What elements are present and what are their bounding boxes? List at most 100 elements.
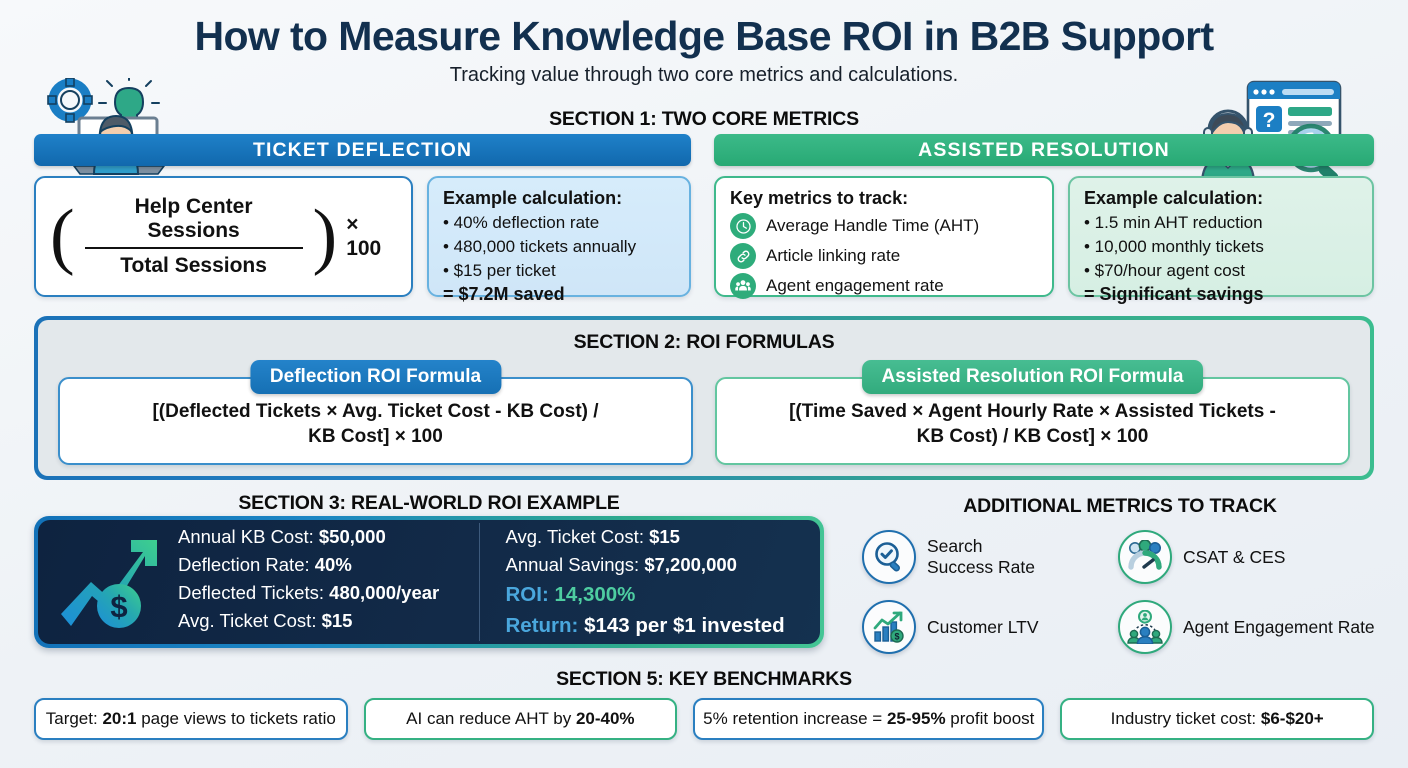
roi-stat-label: Avg. Ticket Cost: (505, 525, 644, 547)
roi-right-column: Avg. Ticket Cost: $15 Annual Savings: $7… (478, 522, 807, 642)
deflection-formula-chip: Deflection ROI Formula (249, 360, 502, 394)
example-bullet: • $70/hour agent cost (1084, 261, 1245, 281)
svg-text:$: $ (110, 589, 127, 624)
formula-line-1: [(Time Saved × Agent Hourly Rate × Assis… (789, 401, 1276, 423)
roi-stat-label: Deflected Tickets: (178, 581, 325, 603)
section2-heading: SECTION 2: ROI FORMULAS (573, 331, 835, 353)
search-check-icon (862, 530, 916, 584)
roi-percent-value: 14,300% (554, 582, 636, 606)
roi-stat-row: Avg. Ticket Cost: $15 (506, 523, 799, 551)
growth-arrow-dollar-icon: $ (52, 530, 170, 634)
key-metric-row: Agent engagement rate (730, 273, 1038, 299)
section5-heading: SECTION 5: KEY BENCHMARKS (556, 668, 852, 690)
additional-metrics-heading: ADDITIONAL METRICS TO TRACK (963, 495, 1277, 517)
example-bullet: • 10,000 monthly tickets (1084, 237, 1264, 257)
roi-stat-label: Annual Savings: (505, 553, 640, 575)
benchmarks-row: Target: 20:1 page views to tickets ratio… (34, 698, 1374, 740)
deflection-roi-formula-block: Deflection ROI Formula [(Deflected Ticke… (58, 360, 693, 465)
roi-stat-value: 480,000/year (329, 581, 440, 603)
benchmark-item: Industry ticket cost: $6-$20+ (1060, 698, 1374, 740)
section2-gradient-border: SECTION 2: ROI FORMULAS Deflection ROI F… (34, 316, 1374, 480)
roi-stat-row: Annual KB Cost: $50,000 (178, 523, 471, 551)
growth-chart-dollar-icon: $ (862, 600, 916, 654)
ticket-deflection-bar: TICKET DEFLECTION (34, 134, 691, 166)
example-bullet: • $15 per ticket (443, 261, 556, 281)
benchmark-prefix: AI can reduce AHT by (406, 709, 576, 728)
example-total: = Significant savings (1084, 284, 1264, 305)
clock-icon (730, 213, 756, 239)
benchmark-strong: 20:1 (102, 709, 137, 728)
roi-stat-value: 40% (314, 553, 352, 575)
metric-label: CSAT & CES (1183, 546, 1286, 567)
section3-heading: SECTION 3: REAL-WORLD ROI EXAMPLE (238, 492, 620, 514)
roi-stat-value: $7,200,000 (644, 553, 737, 575)
roi-example-card: $ Annual KB Cost: $50,000 Deflection Rat… (34, 516, 824, 648)
team-network-icon (1118, 600, 1172, 654)
roi-stat-label: Deflection Rate: (178, 553, 310, 575)
roi-left-column: Annual KB Cost: $50,000 Deflection Rate:… (170, 523, 479, 642)
benchmark-strong: 20-40% (575, 709, 635, 728)
satisfaction-gauge-icon (1118, 530, 1172, 584)
example-bullet: • 40% deflection rate (443, 213, 600, 232)
metric-csat-ces: CSAT & CES (1118, 530, 1390, 584)
roi-return-label: Return: (505, 614, 579, 638)
assisted-formula-chip: Assisted Resolution ROI Formula (861, 360, 1204, 394)
key-metric-row: Average Handle Time (AHT) (730, 213, 1038, 239)
benchmark-suffix: page views to tickets ratio (136, 709, 336, 728)
benchmark-item: Target: 20:1 page views to tickets ratio (34, 698, 348, 740)
open-paren: ( (50, 194, 75, 277)
roi-stat-label: Avg. Ticket Cost: (178, 610, 317, 632)
metric-label: Search Success Rate (927, 536, 1035, 578)
deflection-example-card: Example calculation: • 40% deflection ra… (427, 176, 691, 304)
key-metrics-title: Key metrics to track: (730, 188, 909, 208)
roi-stat-row: Deflected Tickets: 480,000/year (178, 579, 471, 607)
benchmark-prefix: 5% retention increase = (703, 709, 887, 728)
benchmark-item: 5% retention increase = 25-95% profit bo… (693, 698, 1045, 740)
roi-stat-row: Avg. Ticket Cost: $15 (178, 607, 471, 635)
key-metric-row: Article linking rate (730, 243, 1038, 269)
roi-percent-row: ROI: 14,300% (506, 579, 799, 610)
metric-label-line2: Success Rate (927, 557, 1035, 577)
key-metric-label: Average Handle Time (AHT) (766, 216, 980, 235)
formula-denominator: Total Sessions (84, 247, 303, 278)
roi-stat-value: $50,000 (318, 525, 386, 547)
assisted-example-card: Example calculation: • 1.5 min AHT reduc… (1068, 176, 1374, 304)
section1-heading: SECTION 1: TWO CORE METRICS (549, 108, 859, 130)
metric-customer-ltv: $ Customer LTV (862, 600, 1118, 654)
example-title: Example calculation: (1084, 188, 1264, 208)
formula-numerator: Help Center Sessions (134, 195, 253, 242)
formula-multiplier: × 100 (346, 212, 382, 260)
roi-stat-row: Annual Savings: $7,200,000 (506, 551, 799, 579)
metric-label-line1: Search (927, 536, 983, 556)
example-bullet: • 480,000 tickets annually (443, 237, 637, 257)
benchmark-prefix: Industry ticket cost: (1110, 709, 1261, 728)
section1: TICKET DEFLECTION ( Help Center Sessions… (0, 134, 1408, 306)
example-title: Example calculation: (443, 188, 623, 208)
people-group-icon (730, 273, 756, 299)
deflection-formula-card: ( Help Center Sessions Total Sessions ) … (34, 176, 413, 297)
close-paren: ) (312, 194, 338, 277)
roi-percent-label: ROI: (505, 582, 549, 606)
metric-search-success-rate: Search Success Rate (862, 530, 1118, 584)
benchmark-prefix: Target: (45, 709, 103, 728)
example-total: = $7.2M saved (443, 284, 565, 305)
roi-return-row: Return: $143 per $1 invested (506, 610, 799, 641)
additional-metrics-grid: Search Success Rate CSAT & CES (862, 522, 1390, 662)
page-subtitle: Tracking value through two core metrics … (449, 63, 959, 86)
formula-line-2: KB Cost] × 100 (308, 426, 443, 447)
formula-line-2: KB Cost) / KB Cost] × 100 (916, 426, 1149, 447)
section2: SECTION 2: ROI FORMULAS Deflection ROI F… (34, 316, 1374, 480)
metric-agent-engagement-rate: Agent Engagement Rate (1118, 600, 1390, 654)
benchmark-suffix: profit boost (945, 709, 1035, 728)
roi-stat-label: Annual KB Cost: (178, 525, 314, 547)
example-bullet: • 1.5 min AHT reduction (1084, 213, 1263, 232)
key-metric-label: Agent engagement rate (766, 276, 944, 295)
svg-text:$: $ (894, 632, 899, 642)
benchmark-item: AI can reduce AHT by 20-40% (363, 698, 678, 740)
benchmark-strong: $6-$20+ (1260, 709, 1324, 728)
roi-stat-row: Deflection Rate: 40% (178, 551, 471, 579)
section2-panel: SECTION 2: ROI FORMULAS Deflection ROI F… (38, 320, 1370, 476)
assisted-resolution-bar: ASSISTED RESOLUTION (714, 134, 1374, 166)
key-metric-label: Article linking rate (766, 246, 901, 265)
